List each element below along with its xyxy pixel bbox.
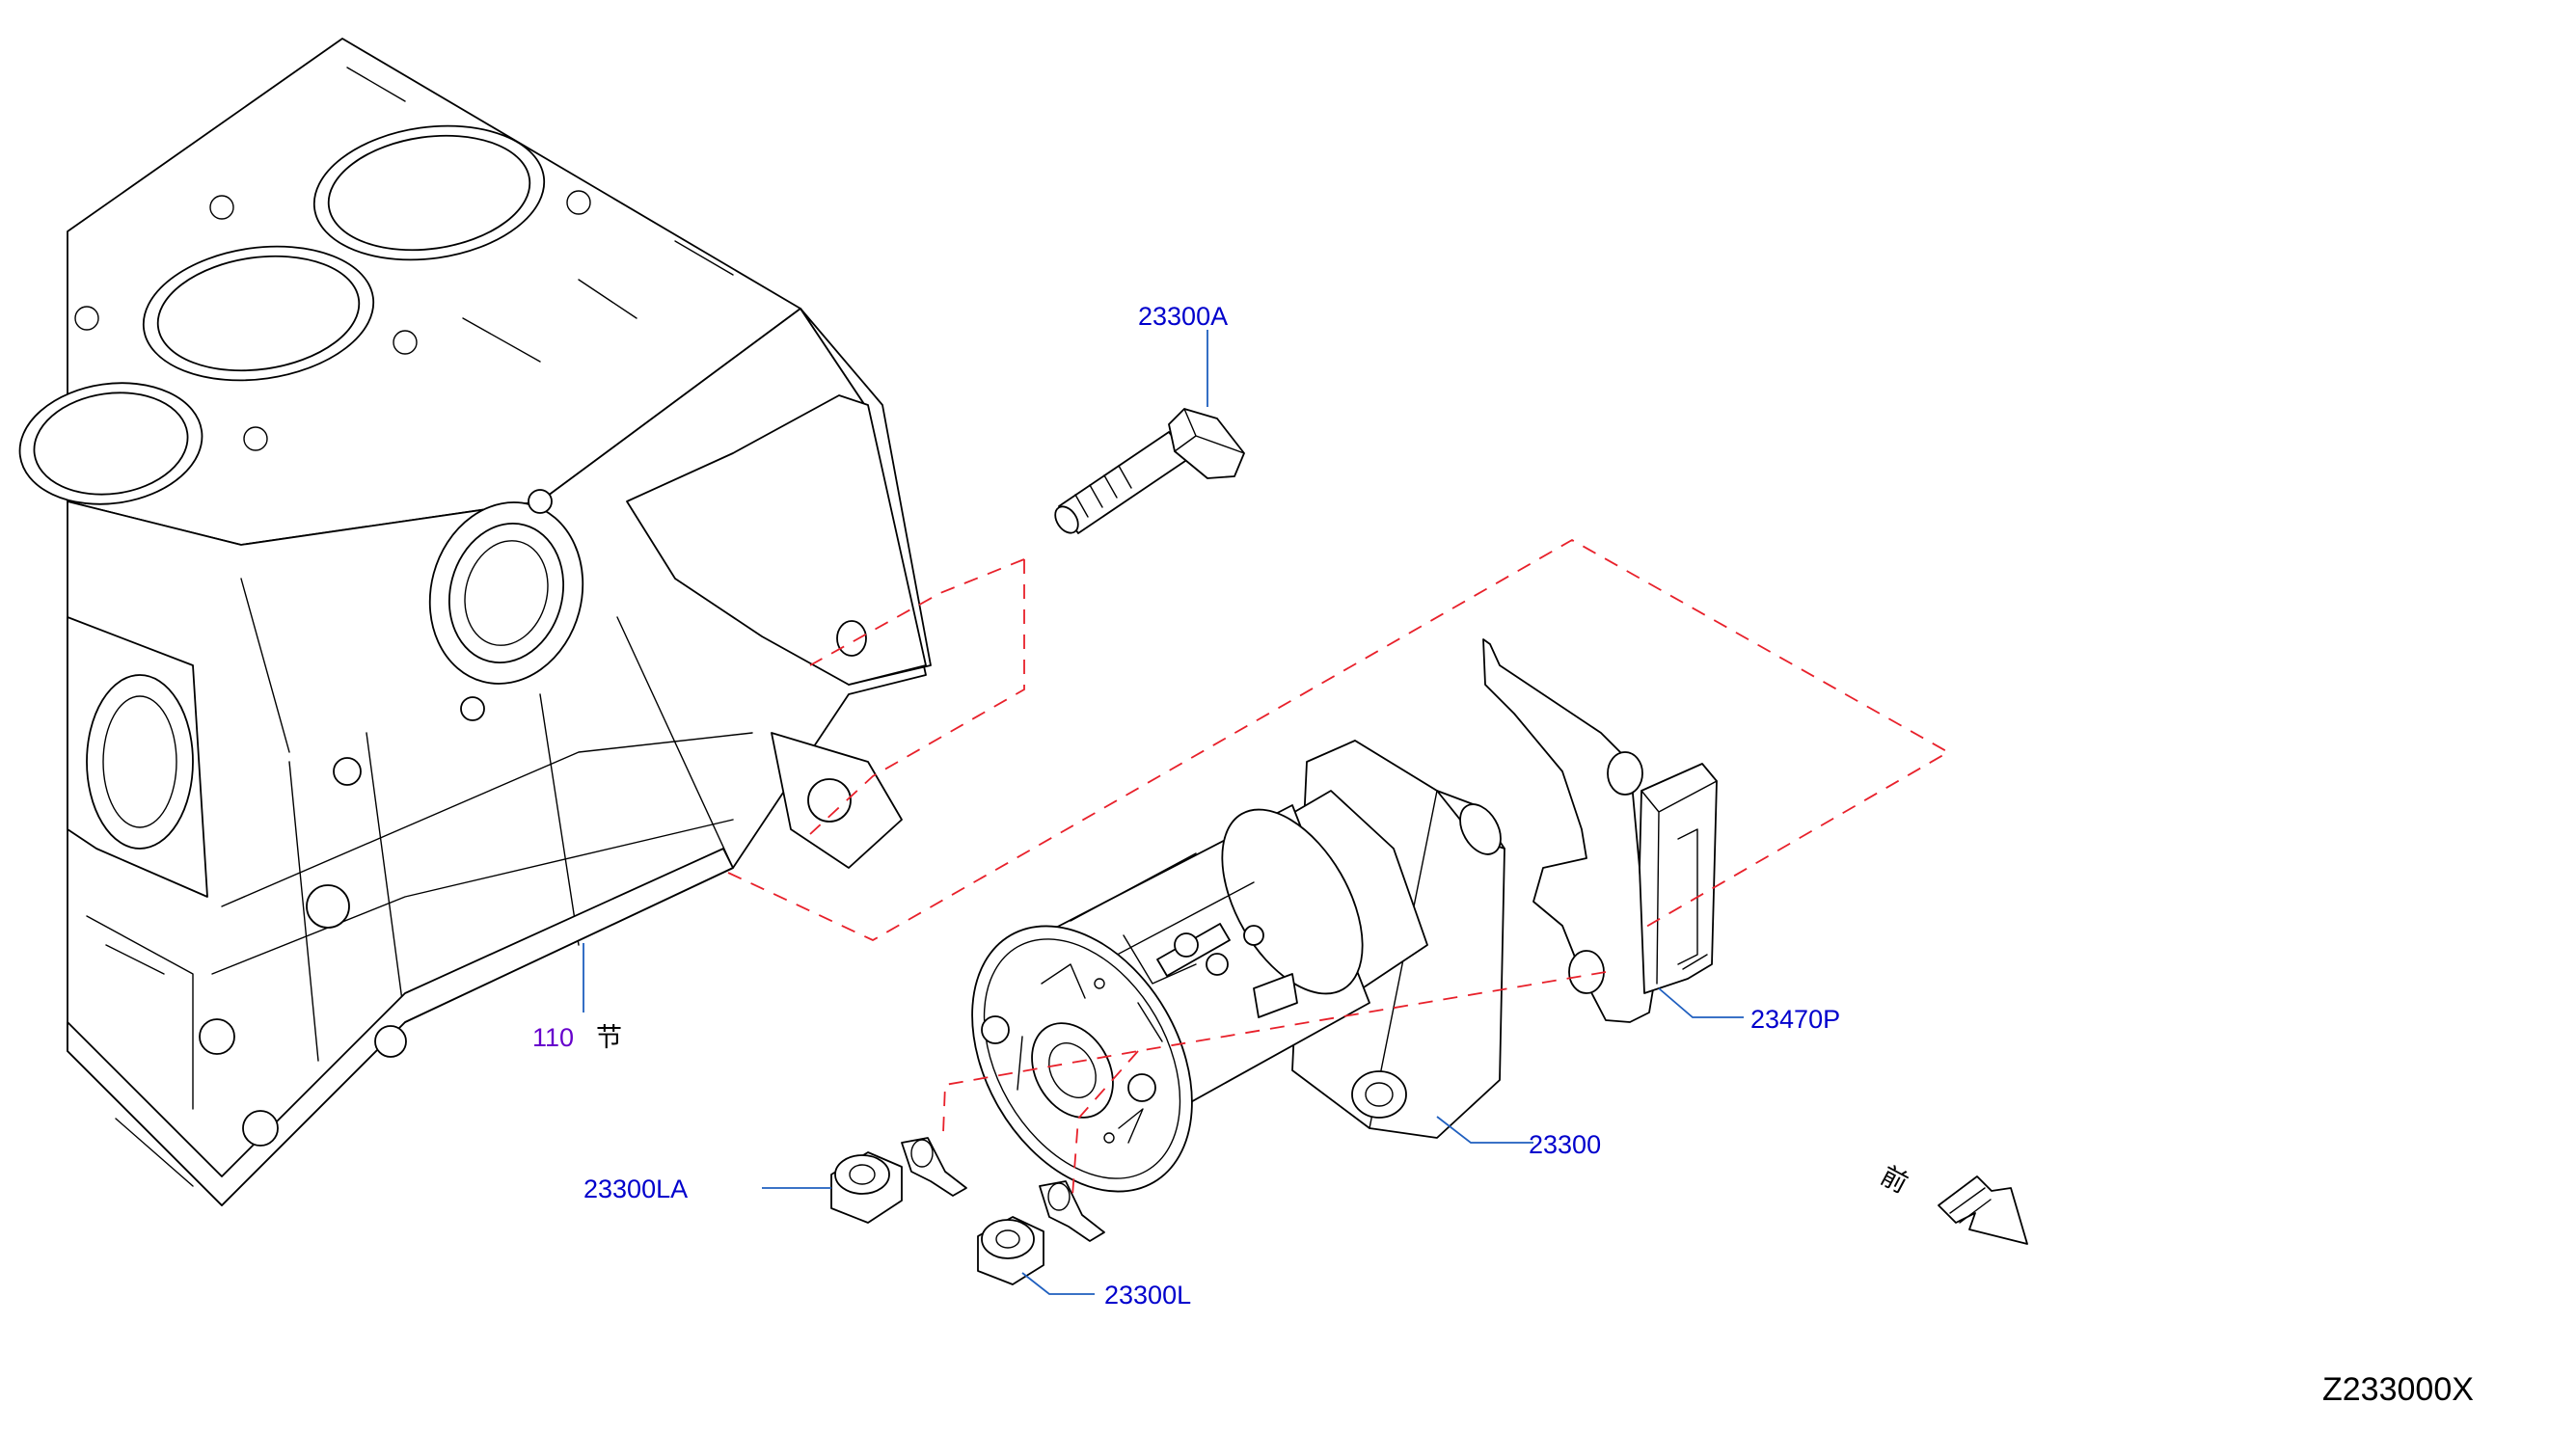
callout-cylinder-block-ref-suffix: 节 <box>596 1023 622 1053</box>
callout-leaders <box>583 330 1744 1295</box>
bolt-dash-line <box>809 558 1025 835</box>
callout-bolt[interactable]: 23300A <box>1138 302 1228 331</box>
mounting-bolt <box>1054 408 1245 534</box>
callout-cylinder-block-ref[interactable]: 110 <box>532 1023 574 1052</box>
callout-starter-motor[interactable]: 23300 <box>1529 1130 1601 1159</box>
stud-dash-line <box>942 971 1607 1197</box>
starter-motor <box>971 740 1505 1193</box>
front-direction-label: 前 <box>1876 1161 1912 1200</box>
flange-dash-line <box>727 538 1950 942</box>
leader-starter <box>1436 1116 1533 1144</box>
washer-upper <box>901 1137 967 1197</box>
leader-gasket <box>1658 987 1744 1018</box>
front-direction-arrow-icon <box>1938 1175 2028 1245</box>
callout-nut-lower[interactable]: 23300L <box>1104 1281 1191 1310</box>
figure-code: Z233000X <box>2322 1371 2474 1408</box>
leader-nut-lower <box>1021 1272 1095 1295</box>
cylinder-block <box>18 38 932 1206</box>
nut-lower <box>977 1216 1044 1285</box>
callout-gasket-plate[interactable]: 23470P <box>1750 1005 1840 1034</box>
nut-upper <box>830 1151 903 1224</box>
assembly-dash-lines <box>727 538 1950 1197</box>
callout-nut-upper[interactable]: 23300LA <box>583 1174 688 1203</box>
washer-lower <box>1039 1180 1105 1242</box>
gasket-plate <box>1482 638 1718 1023</box>
